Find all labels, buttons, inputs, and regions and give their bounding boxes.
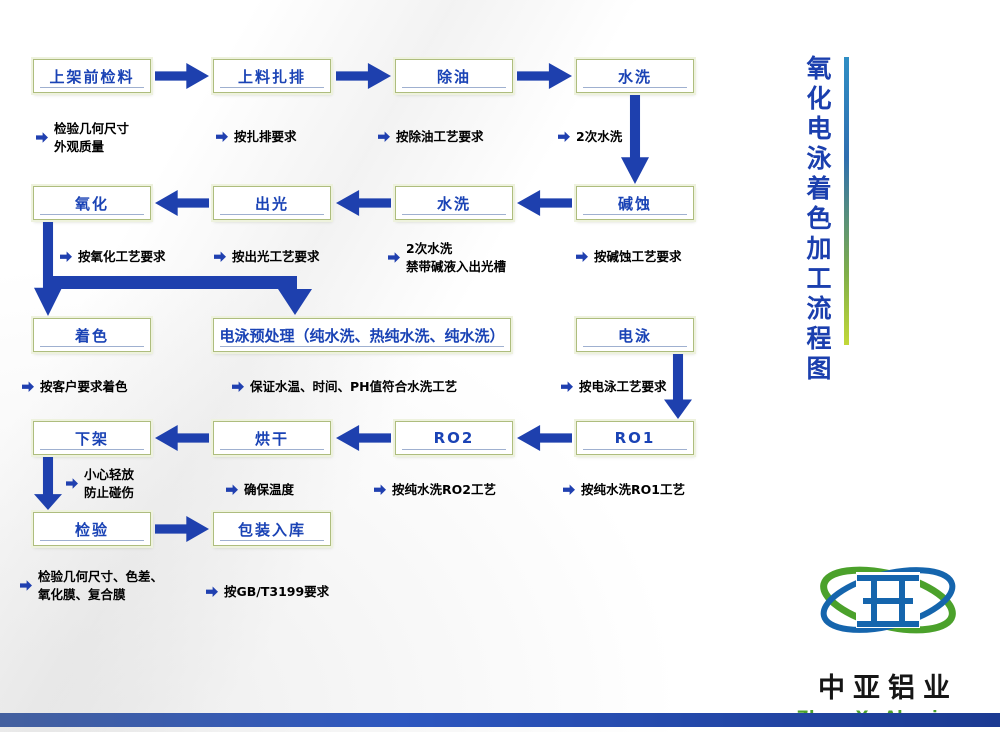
step-electrophoresis: 电泳 xyxy=(576,318,694,352)
note-pre-inspection: 检验几何尺寸 外观质量 xyxy=(36,120,129,155)
note-arrow-icon xyxy=(206,586,218,598)
note-text: 按氧化工艺要求 xyxy=(78,249,166,264)
note-text: 按电泳工艺要求 xyxy=(579,379,667,394)
note-arrow-icon xyxy=(214,251,226,263)
step-rinse-2: 水洗 xyxy=(395,186,513,220)
note-arrow-icon xyxy=(378,131,390,143)
flow-arrow-right-icon xyxy=(155,516,209,542)
flow-arrow-right-icon xyxy=(155,63,209,89)
note-arrow-icon xyxy=(22,381,34,393)
flow-arrow-left-icon xyxy=(517,425,572,451)
note-arrow-icon xyxy=(561,381,573,393)
note-text: 2次水洗 禁带碱液入出光槽 xyxy=(406,241,507,274)
step-inspection: 检验 xyxy=(33,512,151,546)
step-degreasing: 除油 xyxy=(395,59,513,93)
step-alkali-etch: 碱蚀 xyxy=(576,186,694,220)
note-oxidation: 按氧化工艺要求 xyxy=(60,248,166,266)
note-arrow-icon xyxy=(374,484,386,496)
note-text: 按碱蚀工艺要求 xyxy=(594,249,682,264)
flow-arrow-left-icon xyxy=(336,190,391,216)
step-loading-racking: 上料扎排 xyxy=(213,59,331,93)
note-ep-pretreatment: 保证水温、时间、PH值符合水洗工艺 xyxy=(232,378,457,396)
step-unracking: 下架 xyxy=(33,421,151,455)
note-text: 按GB/T3199要求 xyxy=(224,584,330,599)
note-text: 确保温度 xyxy=(244,482,295,497)
note-text: 按扎排要求 xyxy=(234,129,297,144)
note-unracking: 小心轻放 防止碰伤 xyxy=(66,466,134,501)
company-logo: 中亚铝业 ZhongYa Aluminum xyxy=(780,548,996,726)
note-ro2: 按纯水洗RO2工艺 xyxy=(374,481,496,499)
note-drying: 确保温度 xyxy=(226,481,294,499)
note-arrow-icon xyxy=(20,580,32,591)
flow-arrow-down-icon xyxy=(621,95,649,184)
note-text: 2次水洗 xyxy=(576,129,623,144)
note-arrow-icon xyxy=(216,131,228,143)
title-accent-rule xyxy=(844,57,849,345)
note-ro1: 按纯水洗RO1工艺 xyxy=(563,481,685,499)
note-text: 按出光工艺要求 xyxy=(232,249,320,264)
flow-arrow-left-icon xyxy=(336,425,391,451)
note-electrophoresis: 按电泳工艺要求 xyxy=(561,378,667,396)
note-packing-storage: 按GB/T3199要求 xyxy=(206,583,329,601)
note-text: 按客户要求着色 xyxy=(40,379,128,394)
note-text: 按除油工艺要求 xyxy=(396,129,484,144)
step-ro1: RO1 xyxy=(576,421,694,455)
note-arrow-icon xyxy=(232,381,244,393)
note-text: 按纯水洗RO1工艺 xyxy=(581,482,685,497)
note-arrow-icon xyxy=(558,131,570,143)
page-title: 氧化电泳着色加工流程图 xyxy=(803,55,832,385)
step-oxidation: 氧化 xyxy=(33,186,151,220)
note-text: 保证水温、时间、PH值符合水洗工艺 xyxy=(250,379,458,394)
note-arrow-icon xyxy=(60,251,72,263)
flow-arrow-right-icon xyxy=(517,63,572,89)
note-coloring: 按客户要求着色 xyxy=(22,378,128,396)
step-packing-storage: 包装入库 xyxy=(213,512,331,546)
note-text: 按纯水洗RO2工艺 xyxy=(392,482,496,497)
note-text: 小心轻放 防止碰伤 xyxy=(84,467,135,500)
note-alkali-etch: 按碱蚀工艺要求 xyxy=(576,248,682,266)
note-rinse-1: 2次水洗 xyxy=(558,128,622,146)
step-drying: 烘干 xyxy=(213,421,331,455)
flow-arrow-left-icon xyxy=(517,190,572,216)
flow-arrow-down-icon xyxy=(34,457,62,510)
footer-accent-bar xyxy=(0,713,1000,727)
flow-arrow-down-icon xyxy=(278,289,312,315)
note-inspection: 检验几何尺寸、色差、 氧化膜、复合膜 xyxy=(20,568,163,603)
zhongya-logo-icon xyxy=(820,566,956,634)
note-arrow-icon xyxy=(226,484,238,496)
note-arrow-icon xyxy=(563,484,575,496)
flow-arrow-right-icon xyxy=(336,63,391,89)
step-brightening: 出光 xyxy=(213,186,331,220)
step-ro2: RO2 xyxy=(395,421,513,455)
flow-arrow-left-icon xyxy=(155,190,209,216)
step-rinse-1: 水洗 xyxy=(576,59,694,93)
note-degreasing: 按除油工艺要求 xyxy=(378,128,484,146)
note-racking: 按扎排要求 xyxy=(216,128,297,146)
note-arrow-icon xyxy=(388,252,400,263)
step-ep-pretreatment: 电泳预处理（纯水洗、热纯水洗、纯水洗） xyxy=(213,318,511,352)
step-pre-inspection: 上架前检料 xyxy=(33,59,151,93)
note-rinse-2: 2次水洗 禁带碱液入出光槽 xyxy=(388,240,506,275)
note-arrow-icon xyxy=(36,132,48,143)
note-text: 检验几何尺寸 外观质量 xyxy=(54,121,130,154)
step-coloring: 着色 xyxy=(33,318,151,352)
note-text: 检验几何尺寸、色差、 氧化膜、复合膜 xyxy=(38,569,164,602)
note-brightening: 按出光工艺要求 xyxy=(214,248,320,266)
flow-arrow-down-icon xyxy=(664,354,692,419)
flow-arrow-down-icon xyxy=(34,222,62,316)
flow-connector-bar xyxy=(45,276,297,289)
note-arrow-icon xyxy=(576,251,588,263)
flow-arrow-left-icon xyxy=(155,425,209,451)
note-arrow-icon xyxy=(66,478,78,489)
logo-cn-text: 中亚铝业 xyxy=(818,673,958,704)
